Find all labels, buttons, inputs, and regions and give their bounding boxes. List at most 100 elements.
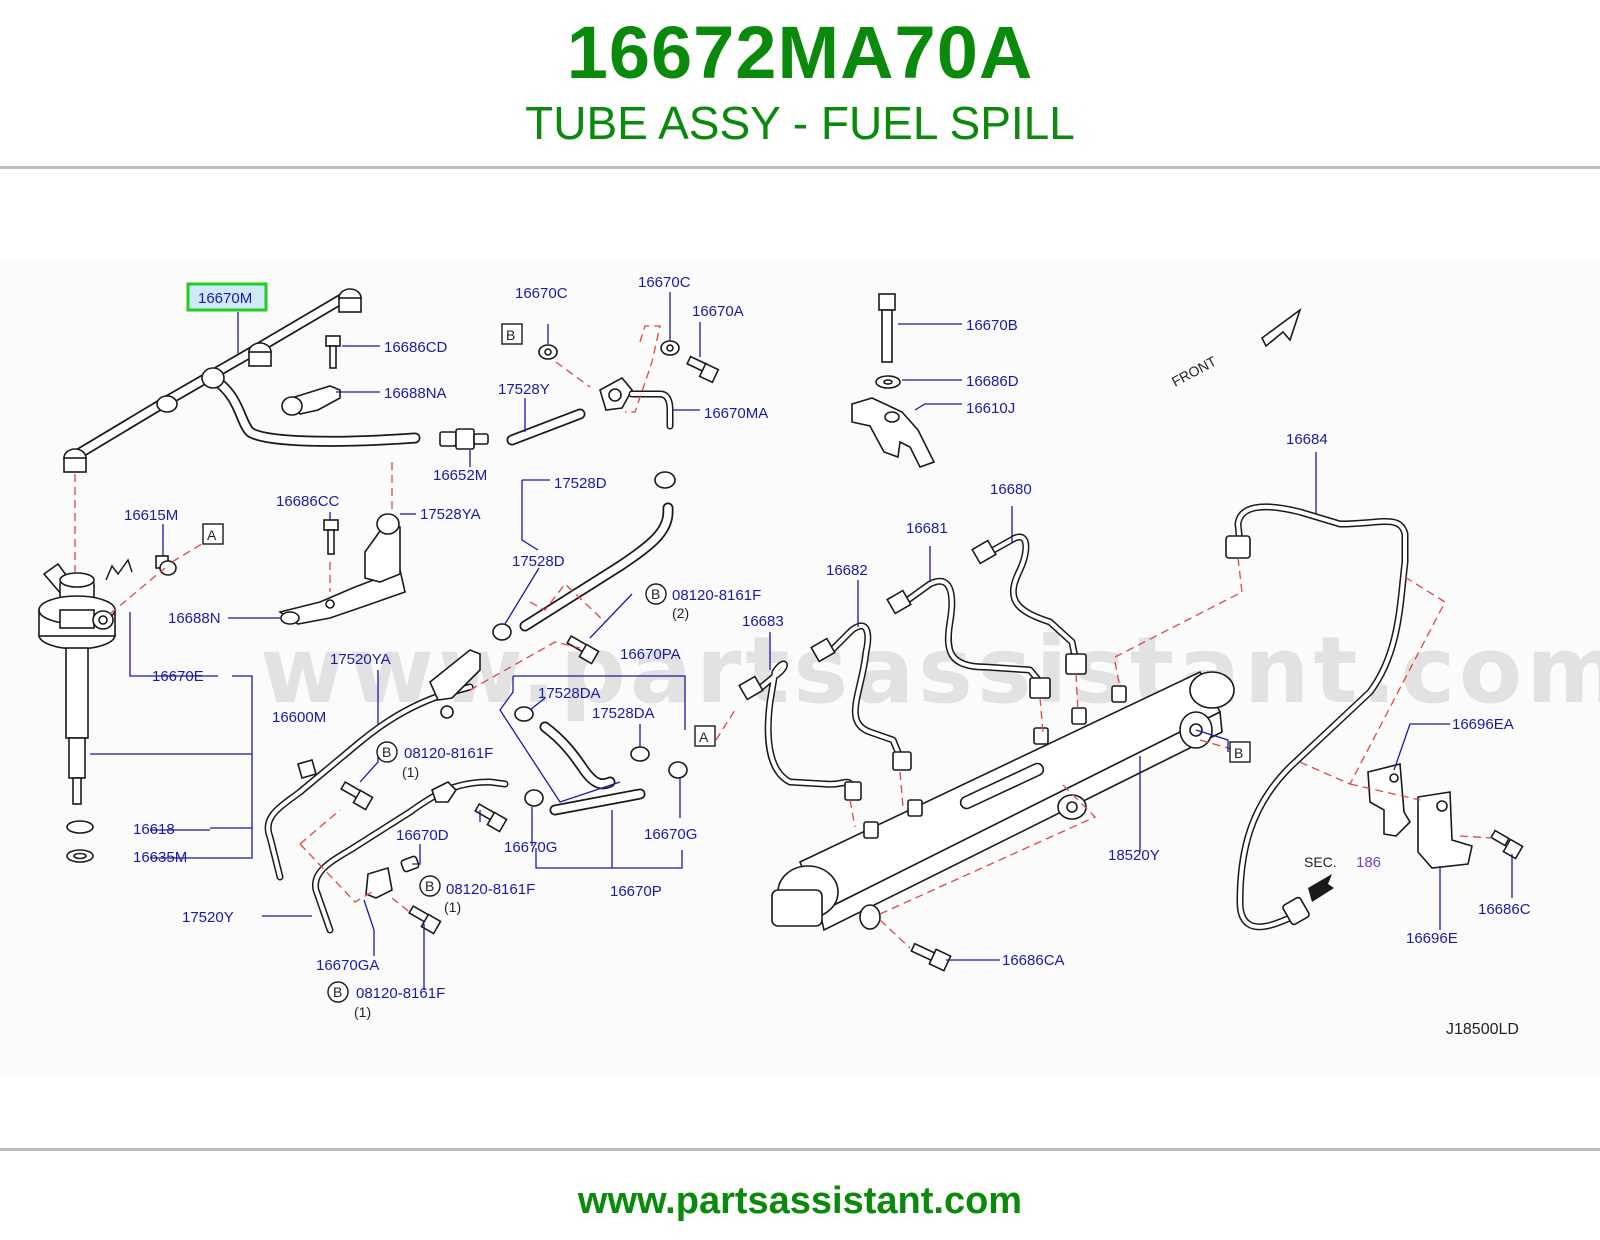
bolt-ref-text: B (382, 744, 391, 760)
part-label[interactable]: 17528DA (538, 685, 601, 702)
part-label[interactable]: 16670G (504, 839, 557, 856)
part-qty: (1) (402, 764, 419, 780)
bracket-16688na-drawing (281, 335, 341, 416)
page-subtitle: TUBE ASSY - FUEL SPILL (525, 97, 1075, 149)
part-label[interactable]: 08120-8161F (356, 985, 445, 1002)
bolt-ref-circle (645, 583, 667, 605)
front-label: FRONT (1169, 353, 1219, 390)
hose-16670p-drawing (524, 761, 688, 816)
bolt-ref-text: B (651, 586, 660, 602)
section-ref-number[interactable]: 186 (1356, 854, 1381, 871)
part-label[interactable]: 17528Y (498, 381, 550, 398)
part-label[interactable]: 16670D (396, 827, 449, 844)
part-qty: (1) (354, 1004, 371, 1020)
front-indicator: FRONT (1169, 307, 1302, 390)
ref-a-text: A (699, 729, 709, 745)
bracket-16696-drawing (1308, 762, 1524, 902)
bolt-ref-circle (376, 741, 398, 763)
diagram-canvas: www.partsassistant.com (38, 274, 1600, 1038)
part-label[interactable]: 16686CC (276, 493, 340, 510)
part-labels: 16670M 16686CD 16688NA 16652M 16670C 166… (124, 274, 1531, 1020)
part-label[interactable]: 16696E (1406, 930, 1458, 947)
part-qty: (1) (444, 899, 461, 915)
part-label[interactable]: 16670C (515, 285, 568, 302)
part-qty: (2) (672, 605, 689, 621)
part-label[interactable]: 16686CA (1002, 952, 1065, 969)
part-label[interactable]: 16696EA (1452, 716, 1514, 733)
ref-box-b (501, 323, 523, 345)
part-label[interactable]: 16688NA (384, 385, 447, 402)
section-ref-label: SEC. (1304, 854, 1337, 870)
connector-16652m-drawing (439, 428, 489, 450)
fuel-spill-tube-drawing (63, 288, 421, 473)
leader-lines (90, 292, 1513, 990)
part-label[interactable]: 16684 (1286, 431, 1328, 448)
bolt-ref-text: B (425, 878, 434, 894)
part-label[interactable]: 16683 (742, 613, 784, 630)
injection-pipes-drawing (738, 503, 1409, 931)
diagram-code: J18500LD (1446, 1021, 1519, 1038)
tube-17520y-drawing (312, 778, 509, 934)
part-label[interactable]: 16618 (133, 821, 175, 838)
bolt-08120-1a-drawing (340, 780, 374, 811)
assembly-dash-lines (74, 325, 1493, 949)
ref-box-a (202, 523, 224, 545)
tube-17520ya-drawing (264, 649, 481, 881)
hose-17528da-drawing (514, 706, 650, 790)
part-label[interactable]: 16682 (826, 562, 868, 579)
bolt-16670b-drawing (851, 293, 936, 468)
part-label[interactable]: 16670G (644, 826, 697, 843)
ref-box-a (694, 725, 716, 747)
page-title: 16672MA70A (566, 11, 1034, 94)
part-label[interactable]: 16670M (198, 290, 252, 307)
bracket-16688n-drawing (278, 513, 406, 625)
part-label[interactable]: 17528YA (420, 506, 481, 523)
part-label[interactable]: 08120-8161F (404, 745, 493, 762)
part-label[interactable]: 16600M (272, 709, 326, 726)
ref-b-text: B (1234, 745, 1243, 761)
part-label[interactable]: 17520Y (182, 909, 234, 926)
part-label[interactable]: 16670A (692, 303, 744, 320)
bolt-ref-circle (327, 981, 349, 1003)
ref-a-text: A (207, 527, 217, 543)
watermark-text: www.partsassistant.com (260, 617, 1600, 724)
clip-16670ga-drawing (365, 802, 508, 935)
part-label[interactable]: 16681 (906, 520, 948, 537)
part-label[interactable]: 08120-8161F (672, 587, 761, 604)
part-label[interactable]: 16652M (433, 467, 487, 484)
part-label[interactable]: 16686D (966, 373, 1019, 390)
part-label[interactable]: 18520Y (1108, 847, 1160, 864)
part-label[interactable]: 16670C (638, 274, 691, 291)
parts-diagram: www.partsassistant.com (0, 262, 1600, 1074)
part-label[interactable]: 16615M (124, 507, 178, 524)
part-label[interactable]: 16688N (168, 610, 221, 627)
part-label[interactable]: 16686CD (384, 339, 448, 356)
part-label[interactable]: 16670GA (316, 957, 379, 974)
ref-b-text: B (506, 327, 515, 343)
footer-divider (0, 1148, 1600, 1151)
part-label[interactable]: 16670E (152, 668, 204, 685)
footer-url[interactable]: www.partsassistant.com (577, 1180, 1023, 1222)
bolt-ref-circle (419, 875, 441, 897)
bolt-16686ca-drawing (910, 942, 952, 972)
part-label[interactable]: 16635M (133, 849, 187, 866)
fuel-rail-drawing (771, 670, 1235, 932)
part-label[interactable]: 16670P (610, 883, 662, 900)
part-label[interactable]: 16670MA (704, 405, 768, 422)
part-label[interactable]: 17528D (512, 553, 565, 570)
part-label[interactable]: 17528DA (592, 705, 655, 722)
part-label[interactable]: 16680 (990, 481, 1032, 498)
part-label[interactable]: 16670B (966, 317, 1018, 334)
part-label[interactable]: 17528D (554, 475, 607, 492)
part-label[interactable]: 16610J (966, 400, 1015, 417)
part-label[interactable]: 16670PA (620, 646, 681, 663)
part-label[interactable]: 08120-8161F (446, 881, 535, 898)
part-label[interactable]: 16686C (1478, 901, 1531, 918)
hose-17528d-drawing (492, 471, 676, 641)
ref-box-b (1229, 741, 1251, 763)
part-label[interactable]: 17520YA (330, 651, 391, 668)
bolt-ref-text: B (333, 984, 342, 1000)
bolt-08120-2-drawing (566, 634, 600, 665)
header-divider (0, 166, 1600, 169)
hose-17528y-drawing (506, 340, 720, 446)
